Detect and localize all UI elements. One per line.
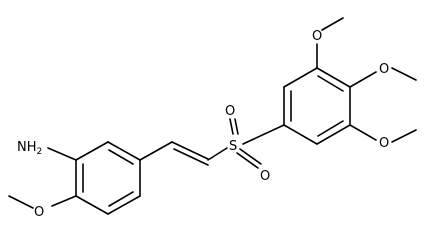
bond [75,195,109,215]
sulfonyl-double-bond [234,118,239,135]
chemical-structure: NH2 O S O O O O O [8,17,417,220]
amine-label: NH2 [17,140,42,157]
trimethoxyphenyl-ring [283,67,351,145]
bond-c-o [51,195,77,207]
bond-o-ch3 [321,17,344,31]
bond [283,67,318,88]
bond [283,124,318,145]
methoxy-oxygen-label: O [312,29,322,44]
bond-c-n [47,147,77,161]
bond [108,191,134,207]
vinyl-double-bond [171,141,209,160]
bond [108,149,134,165]
sulfur-label: S [229,139,237,154]
bond [316,67,351,88]
bond [317,120,344,137]
bond [107,195,141,215]
bond [107,141,141,161]
bond-o-ch3 [391,67,417,81]
bond-o-ch3 [8,195,34,209]
bond-c-o [349,124,377,141]
sulfonyl-oxygen-label: O [225,104,235,119]
bond [317,75,344,92]
sulfonyl-oxygen-label: O [260,169,270,184]
aniline-ring [75,141,141,215]
bond [75,141,109,161]
bond-s-ring [242,124,285,145]
methoxy-oxygen-label: O [34,205,44,220]
sulfonyl-double-bond [239,148,262,165]
bond-vinyl-s [207,147,228,161]
sulfonyl-double-bond [229,118,234,135]
bond-ring-vinyl [139,141,173,161]
bond [316,124,351,145]
methoxy-oxygen-label: O [379,62,389,77]
vinyl-double-bond [173,148,209,166]
bond-c-o [349,71,377,88]
methoxy-oxygen-label: O [379,136,389,151]
sulfonyl-double-bond [236,152,259,169]
bond-o-ch3 [391,129,417,143]
